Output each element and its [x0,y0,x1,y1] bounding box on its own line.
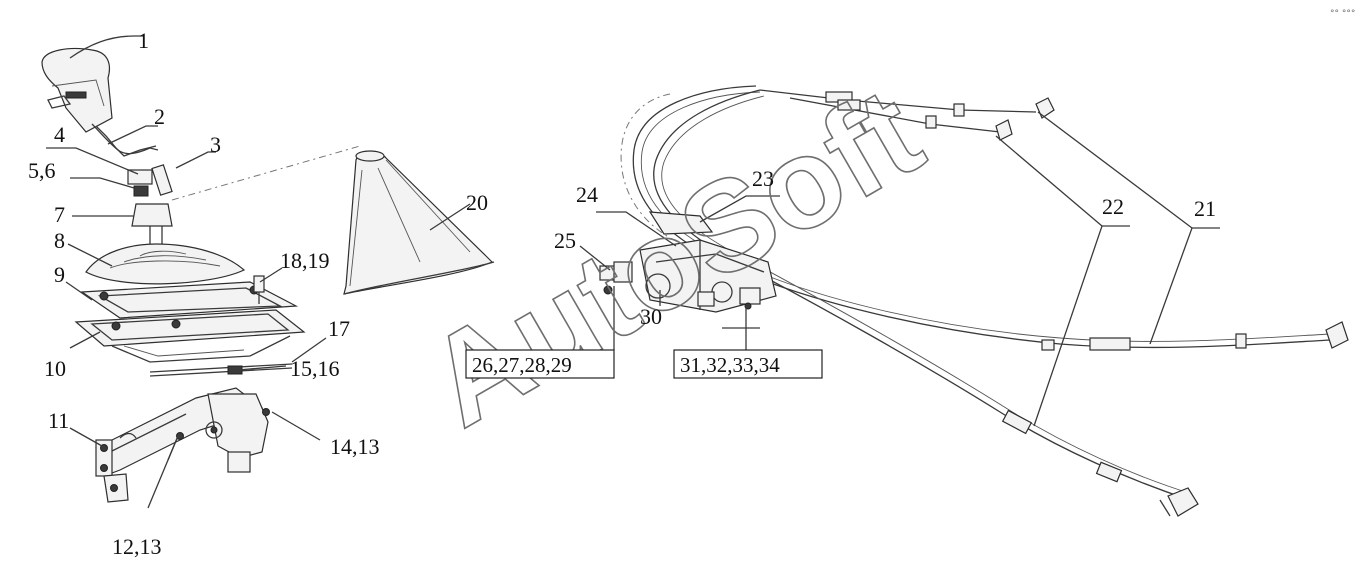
upper-frame [80,281,299,319]
callout-23: 23 [752,166,774,191]
selector-cable [632,85,1331,349]
callout-26-29: 26,27,28,29 [472,353,572,377]
lever-pin [151,164,173,196]
callout-4: 4 [54,122,65,147]
callout-30: 30 [640,304,662,329]
callout-box-31-34 [673,349,823,379]
callout-22: 22 [1102,194,1124,219]
callout-5-6: 5,6 [28,158,56,183]
callout-labels: 1 2 3 4 5,6 7 8 9 10 11 12,13 14,13 15,1… [28,28,1216,559]
callout-18-19: 18,19 [280,248,330,273]
callout-14-13: 14,13 [330,434,380,459]
callout-7: 7 [54,202,65,227]
leader-lines [46,35,1220,509]
shift-cable [653,89,1191,501]
cable-bracket-assembly [599,211,777,313]
callout-8: 8 [54,228,65,253]
callout-31-34: 31,32,33,34 [680,353,780,377]
callout-15-16: 15,16 [290,356,340,381]
callout-24: 24 [576,182,598,207]
rubber-boot [85,243,246,285]
callout-3: 3 [210,132,221,157]
callout-11: 11 [48,408,69,433]
callout-9: 9 [54,262,65,287]
corner-mark: °° °°° [1330,9,1355,19]
lever-clip [127,169,153,185]
callout-17: 17 [328,316,350,341]
shift-knob [41,47,113,133]
callout-25: 25 [554,228,576,253]
callout-1: 1 [138,28,149,53]
callout-box-26-29 [465,349,615,379]
shift-boot-cover [343,150,495,295]
gear-lever-assembly [41,47,306,503]
lever-collar [131,203,173,227]
callout-12-13: 12,13 [112,534,162,559]
callout-20: 20 [466,190,488,215]
lower-frame [74,309,306,347]
seal-plate [149,363,293,373]
shift-mechanism-body [207,393,269,459]
shift-lever-rod [95,125,157,157]
shift-cables [620,85,1349,517]
callout-2: 2 [154,104,165,129]
callout-21: 21 [1194,196,1216,221]
callout-10: 10 [44,356,66,381]
